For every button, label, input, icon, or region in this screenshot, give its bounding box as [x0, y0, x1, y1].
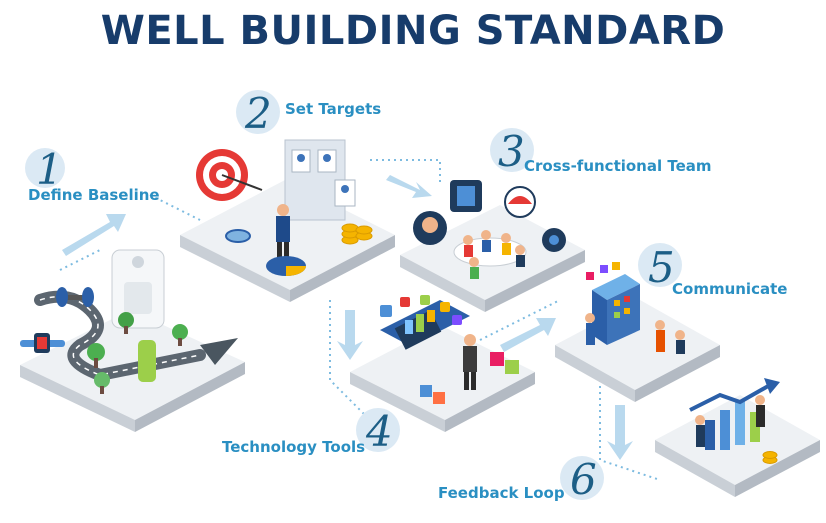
platform-feedback-loop	[655, 378, 820, 497]
step-label-6: Feedback Loop	[438, 484, 565, 502]
floating-cubes-icon	[586, 262, 620, 280]
platform-set-targets	[180, 139, 395, 302]
trend-arrow-icon	[689, 383, 771, 412]
page-title: WELL BUILDING STANDARD	[100, 8, 726, 54]
person-icon	[276, 204, 290, 260]
building-icon	[592, 274, 640, 345]
badge-6	[560, 456, 604, 500]
badge-3	[490, 128, 534, 172]
step-label-5: Communicate	[672, 280, 787, 298]
step-label-3: Cross-functional Team	[524, 157, 712, 175]
app-icons	[380, 295, 462, 325]
coins-icon	[762, 451, 778, 464]
bar-chart-icon	[705, 400, 760, 450]
step-number-2: 2	[244, 89, 272, 138]
dotted-connectors	[59, 159, 661, 481]
coins-icon	[341, 223, 373, 245]
magnifier-icon	[225, 229, 251, 243]
target-icon	[196, 149, 263, 201]
water-bottle-icon	[138, 340, 156, 382]
step-label-2: Set Targets	[285, 100, 381, 118]
flow-arrows	[62, 175, 633, 460]
trees-icon	[87, 312, 188, 394]
dumbbell-icon	[56, 287, 94, 307]
person-icon	[463, 334, 477, 390]
pie-chart-icon	[266, 256, 306, 276]
people-icon	[585, 313, 685, 354]
profile-board-icon	[284, 139, 356, 221]
badge-2	[236, 90, 280, 134]
step-label-4: Technology Tools	[222, 438, 365, 456]
step-number-3: 3	[498, 127, 525, 176]
step-number-5: 5	[648, 243, 675, 292]
number-badges	[25, 90, 682, 500]
step-number-6: 6	[570, 455, 597, 504]
badge-1	[25, 148, 65, 188]
badge-4	[356, 408, 400, 452]
step-number-1: 1	[36, 145, 63, 194]
step-number-4: 4	[365, 407, 393, 456]
step-label-1: Define Baseline	[28, 186, 160, 204]
people-icon	[695, 395, 765, 447]
team-people-icon	[463, 230, 525, 279]
platform-define-baseline	[20, 249, 245, 432]
badge-5	[638, 243, 682, 287]
smartwatch-icon	[20, 333, 65, 353]
platform-cross-functional-team	[400, 180, 585, 312]
platform-technology-tools	[350, 295, 535, 432]
cubes-icon	[420, 352, 519, 404]
platform-communicate	[555, 262, 720, 402]
